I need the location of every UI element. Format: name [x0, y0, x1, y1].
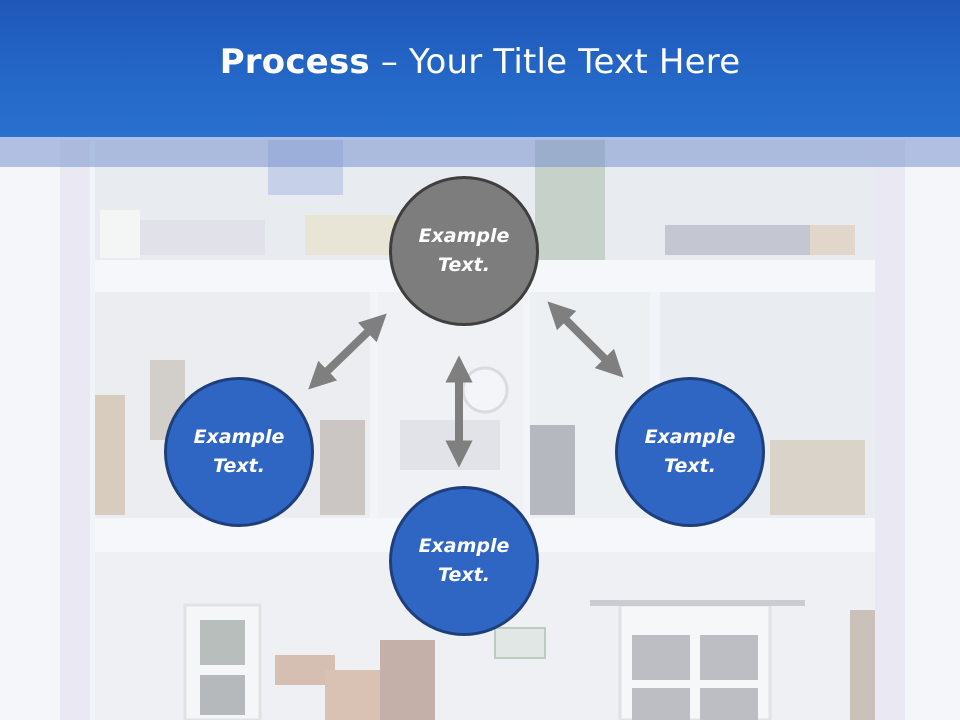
process-node-left: Example Text.	[164, 377, 314, 527]
process-node-bottom-label: Example Text.	[418, 535, 510, 586]
slide-title-rest: – Your Title Text Here	[369, 41, 741, 82]
slide-title-bold: Process	[219, 41, 370, 82]
process-node-left-label: Example Text.	[193, 426, 285, 477]
title-bar: Process – Your Title Text Here	[0, 0, 960, 137]
slide-title: Process – Your Title Text Here	[220, 42, 741, 82]
header-band	[0, 137, 960, 167]
process-node-bottom: Example Text.	[389, 486, 539, 636]
process-node-top-label: Example Text.	[418, 225, 510, 276]
process-node-top: Example Text.	[389, 176, 539, 326]
process-node-right-label: Example Text.	[644, 426, 736, 477]
process-node-right: Example Text.	[615, 377, 765, 527]
